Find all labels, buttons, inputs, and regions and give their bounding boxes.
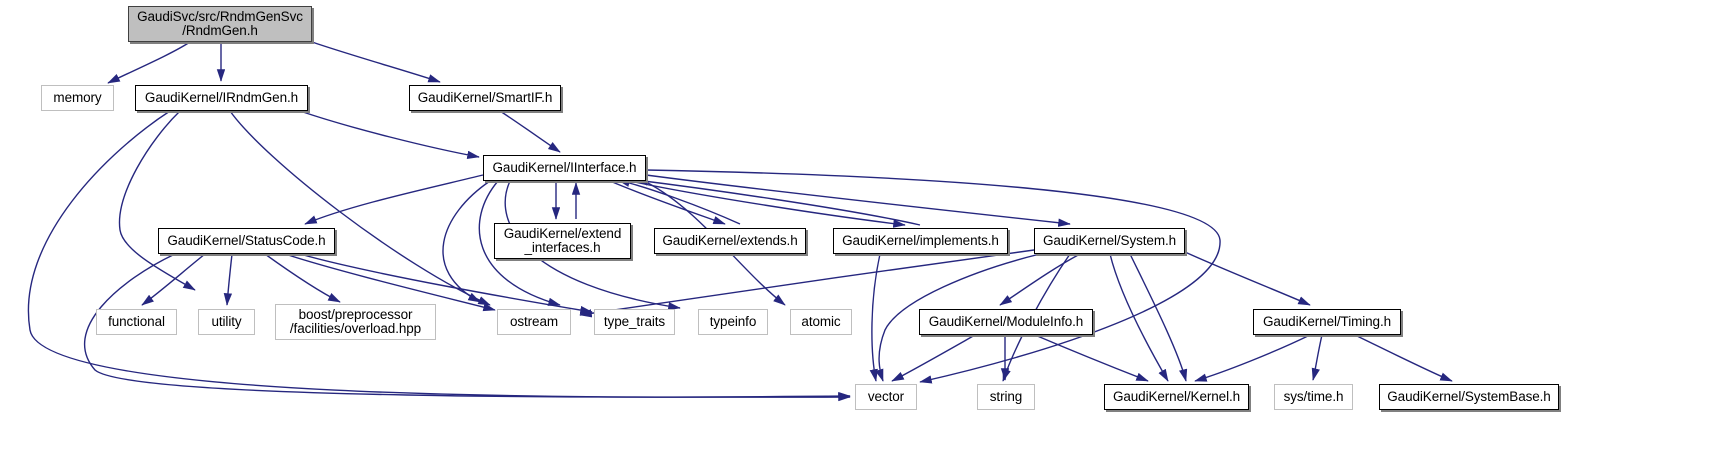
edge-n5-to-n11	[223, 253, 233, 306]
edge-n9-to-n21	[1129, 253, 1188, 382]
graph-node-n14[interactable]: type_traits	[594, 309, 675, 335]
graph-node-label: GaudiKernel/ModuleInfo.h	[928, 314, 1084, 329]
graph-node-label: GaudiKernel/SystemBase.h	[1387, 389, 1551, 404]
graph-node-label: type_traits	[603, 314, 666, 329]
edge-n2-to-n5	[118, 110, 196, 291]
graph-node-n8[interactable]: GaudiKernel/implements.h	[833, 228, 1008, 254]
graph-node-n22[interactable]: sys/time.h	[1274, 384, 1353, 410]
edge-n2-to-n13	[229, 110, 491, 306]
edge-n7-to-n4	[617, 178, 741, 225]
graph-node-n1[interactable]: memory	[41, 85, 114, 111]
graph-node-n9[interactable]: GaudiKernel/System.h	[1034, 228, 1185, 254]
graph-node-label: GaudiSvc/src/RndmGenSvc /RndmGen.h	[137, 9, 303, 38]
edge-n0-to-n3	[311, 41, 441, 83]
graph-node-n0[interactable]: GaudiSvc/src/RndmGenSvc /RndmGen.h	[128, 6, 312, 42]
graph-node-label: GaudiKernel/Timing.h	[1262, 314, 1392, 329]
edge-n5-to-n10	[141, 253, 206, 306]
edge-n4-to-n13	[442, 180, 491, 303]
edge-n18-to-n22	[1311, 334, 1323, 381]
graph-node-n20[interactable]: string	[977, 384, 1035, 410]
edge-n3-to-n4	[499, 110, 561, 153]
edge-n9-to-n21	[1109, 253, 1169, 382]
edge-n9-to-n17	[999, 253, 1081, 306]
graph-node-label: GaudiKernel/extends.h	[662, 233, 798, 248]
graph-node-label: GaudiKernel/implements.h	[842, 233, 999, 248]
edge-n2-to-n19	[27, 110, 851, 402]
edge-n9-to-n18	[1184, 251, 1311, 306]
edge-n18-to-n21	[1194, 334, 1311, 382]
edge-n17-to-n19	[891, 334, 976, 382]
edge-n5-to-n12	[264, 253, 341, 303]
edge-n2-to-n4	[299, 110, 480, 160]
graph-node-label: GaudiKernel/Kernel.h	[1112, 389, 1241, 404]
graph-node-label: memory	[53, 90, 102, 105]
edge-n9-to-n13	[579, 249, 1035, 318]
edge-n8-to-n4	[635, 177, 921, 226]
graph-node-n12[interactable]: boost/preprocessor /facilities/overload.…	[275, 304, 436, 340]
edge-n4-to-n8	[629, 180, 906, 228]
graph-node-n17[interactable]: GaudiKernel/ModuleInfo.h	[919, 309, 1093, 335]
graph-node-label: functional	[108, 314, 165, 329]
graph-node-label: GaudiKernel/extend _interfaces.h	[503, 226, 622, 255]
graph-node-n16[interactable]: atomic	[790, 309, 852, 335]
graph-node-label: GaudiKernel/System.h	[1042, 233, 1177, 248]
graph-node-label: GaudiKernel/StatusCode.h	[167, 233, 326, 248]
graph-node-label: typeinfo	[709, 314, 757, 329]
graph-node-n6[interactable]: GaudiKernel/extend _interfaces.h	[494, 223, 631, 259]
graph-node-label: GaudiKernel/IRndmGen.h	[144, 90, 299, 105]
graph-node-n13[interactable]: ostream	[497, 309, 571, 335]
edge-n4-to-n19	[645, 169, 1221, 384]
edge-n4-to-n9	[645, 174, 1071, 227]
graph-node-n5[interactable]: GaudiKernel/StatusCode.h	[158, 228, 335, 254]
graph-node-label: boost/preprocessor /facilities/overload.…	[289, 307, 422, 336]
graph-node-n15[interactable]: typeinfo	[698, 309, 768, 335]
graph-node-n7[interactable]: GaudiKernel/extends.h	[654, 228, 806, 254]
graph-node-label: GaudiKernel/IInterface.h	[492, 160, 637, 175]
graph-node-n3[interactable]: GaudiKernel/SmartIF.h	[409, 85, 561, 111]
graph-node-label: sys/time.h	[1283, 389, 1344, 404]
edge-n18-to-n23	[1354, 334, 1453, 382]
graph-node-n21[interactable]: GaudiKernel/Kernel.h	[1104, 384, 1249, 410]
graph-node-label: utility	[211, 314, 242, 329]
edge-n4-to-n7	[609, 180, 726, 225]
graph-node-label: ostream	[509, 314, 559, 329]
graph-node-n23[interactable]: GaudiKernel/SystemBase.h	[1379, 384, 1559, 410]
graph-node-n10[interactable]: functional	[96, 309, 177, 335]
edge-n17-to-n21	[1034, 334, 1149, 382]
graph-node-n18[interactable]: GaudiKernel/Timing.h	[1253, 309, 1401, 335]
graph-node-n2[interactable]: GaudiKernel/IRndmGen.h	[135, 85, 308, 111]
graph-node-label: atomic	[801, 314, 841, 329]
edge-n4-to-n5	[304, 174, 484, 225]
edge-n5-to-n13	[284, 253, 496, 312]
graph-node-n11[interactable]: utility	[198, 309, 255, 335]
graph-node-label: string	[989, 389, 1023, 404]
graph-node-label: GaudiKernel/SmartIF.h	[417, 90, 553, 105]
edge-n8-to-n19	[869, 253, 881, 382]
graph-node-label: vector	[867, 389, 905, 404]
graph-node-n19[interactable]: vector	[855, 384, 917, 410]
edge-n0-to-n1	[107, 41, 191, 84]
graph-node-n4[interactable]: GaudiKernel/IInterface.h	[483, 155, 646, 181]
